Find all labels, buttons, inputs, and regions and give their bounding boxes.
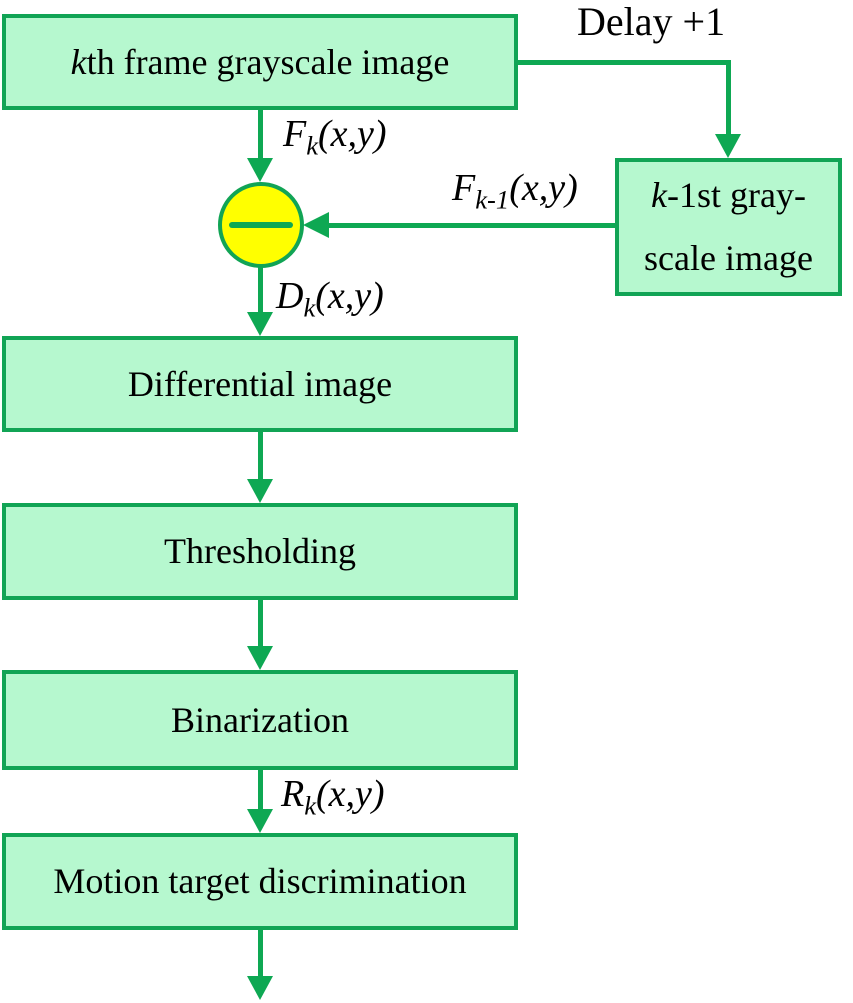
arrowhead-delay-down-icon (715, 134, 741, 158)
label-fk-prev-sub: k-1 (475, 184, 510, 215)
node-k-minus-1-grayscale-image: k-1st gray-scale image (615, 158, 842, 296)
arrowhead-threshold-down-icon (247, 479, 273, 503)
label-fk-sub: k (306, 130, 319, 161)
label-fk-prev-base: F (452, 167, 476, 209)
label-rk-base: R (281, 773, 305, 815)
label-fk: Fk(x,y) (283, 113, 387, 159)
label-fk-prev: Fk-1(x,y) (452, 167, 578, 213)
node-k-minus-1-label: k-1st gray-scale image (644, 164, 813, 290)
node-thresholding: Thresholding (2, 503, 518, 600)
label-fk-base: F (283, 113, 307, 155)
node-differential-image: Differential image (2, 336, 518, 432)
label-rk-sub: k (304, 790, 317, 821)
kth-frame-italic-k: k (70, 41, 87, 82)
minus-icon (229, 222, 293, 228)
arrowhead-fk-prev-left-icon (303, 212, 329, 238)
arrowhead-dk-down-icon (247, 312, 273, 336)
edge-diff-to-threshold (258, 432, 263, 480)
edge-fk-line (258, 110, 263, 160)
arrowhead-output-down-icon (247, 976, 273, 1000)
edge-threshold-to-binarization (258, 600, 263, 647)
label-rk-args: (x,y) (316, 773, 385, 815)
edge-fk-prev-line (329, 223, 615, 228)
k-minus-1-italic-k: k (651, 175, 667, 215)
k-minus-1-line1-rest: -1st gray- (667, 175, 806, 215)
edge-delay-vertical (726, 60, 731, 136)
label-delay: Delay +1 (577, 0, 726, 44)
node-motion-label: Motion target discrimination (53, 861, 467, 902)
k-minus-1-line2: scale image (644, 238, 813, 278)
arrowhead-fk-down-icon (247, 158, 273, 182)
node-differential-label: Differential image (127, 363, 393, 404)
label-dk-sub: k (303, 292, 316, 323)
node-kth-frame-label: kth frame grayscale image (71, 38, 450, 87)
kth-frame-rest: th frame grayscale image (86, 41, 450, 82)
label-rk: Rk(x,y) (281, 773, 385, 819)
label-dk-args: (x,y) (315, 275, 384, 317)
node-kth-frame-grayscale-image: kth frame grayscale image (2, 14, 518, 110)
arrowhead-rk-down-icon (247, 809, 273, 833)
arrowhead-binarization-down-icon (247, 646, 273, 670)
node-binarization-label: Binarization (171, 699, 349, 740)
edge-output-line (258, 930, 263, 977)
edge-rk-line (258, 770, 263, 811)
node-thresholding-label: Thresholding (164, 531, 356, 572)
label-fk-prev-args: (x,y) (509, 167, 578, 209)
node-binarization: Binarization (2, 670, 518, 770)
edge-delay-horizontal (518, 60, 728, 65)
edge-dk-line (258, 267, 263, 315)
node-motion-target-discrimination: Motion target discrimination (2, 833, 518, 930)
label-fk-args: (x,y) (318, 113, 387, 155)
label-dk: Dk(x,y) (276, 275, 384, 321)
label-dk-base: D (276, 275, 304, 317)
